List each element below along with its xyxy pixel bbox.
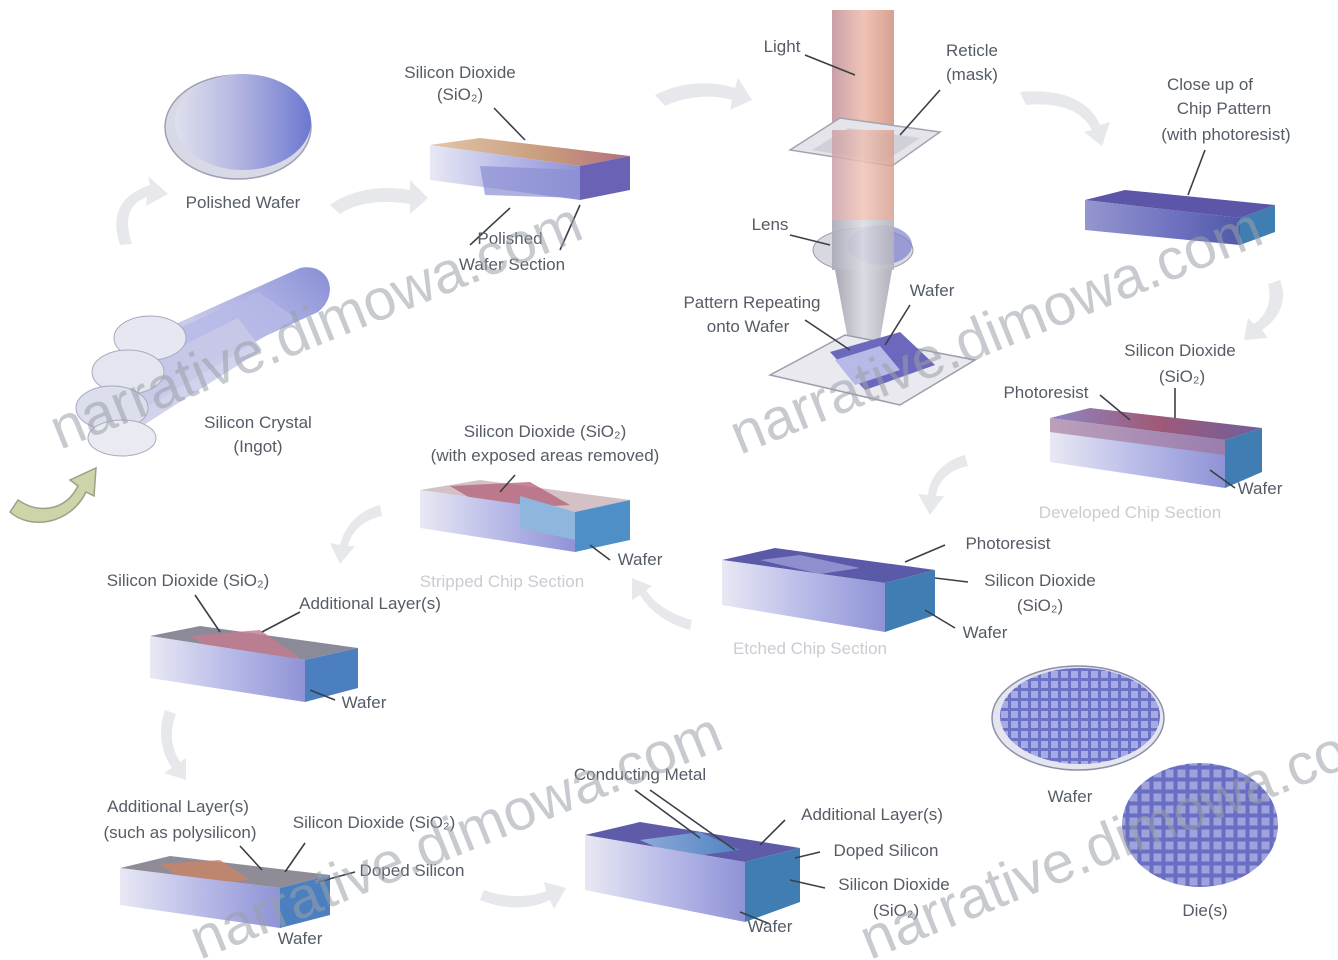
label-pattern-repeating: Pattern Repeating xyxy=(683,293,820,312)
flow-arrow-5 xyxy=(1244,280,1283,340)
label-additional-layers-bl-sub: (such as polysilicon) xyxy=(103,823,256,842)
label-wafer-litho: Wafer xyxy=(910,281,955,300)
stripped-section-center xyxy=(420,480,630,552)
label-sio2-center-sub: (with exposed areas removed) xyxy=(431,446,660,465)
label-doped-silicon-bc: Doped Silicon xyxy=(834,841,939,860)
flow-arrow-3 xyxy=(655,78,752,110)
label-sio2-right-formula: (SiO₂) xyxy=(1159,367,1205,386)
flow-arrow-2 xyxy=(330,180,428,214)
additional-layers-section-left xyxy=(150,626,358,702)
label-sio2-top: Silicon Dioxide xyxy=(404,63,516,82)
label-wafer-bc: Wafer xyxy=(748,917,793,936)
flow-arrow-7 xyxy=(632,578,692,630)
flow-arrow-10 xyxy=(480,882,566,909)
label-wafer-center: Wafer xyxy=(618,550,663,569)
photoresist-section xyxy=(1050,408,1262,488)
label-additional-layers-bl: Additional Layer(s) xyxy=(107,797,249,816)
label-lens: Lens xyxy=(752,215,789,234)
label-photoresist-right: Photoresist xyxy=(1003,383,1088,402)
finished-wafer xyxy=(992,666,1164,770)
caption-developed-section: Developed Chip Section xyxy=(1039,503,1221,522)
label-ingot: (Ingot) xyxy=(233,437,282,456)
label-closeup-2: Chip Pattern xyxy=(1177,99,1272,118)
label-additional-layers-left: Additional Layer(s) xyxy=(299,594,441,613)
label-reticle-mask: (mask) xyxy=(946,65,998,84)
label-onto-wafer: onto Wafer xyxy=(707,317,790,336)
label-closeup-3: (with photoresist) xyxy=(1161,125,1290,144)
label-sio2-top-formula: (SiO₂) xyxy=(437,85,483,104)
curved-start-arrow xyxy=(10,468,96,522)
label-wafer-mid: Wafer xyxy=(963,623,1008,642)
flow-arrow-9 xyxy=(161,710,186,780)
label-wafer-right: Wafer xyxy=(1238,479,1283,498)
label-sio2-center: Silicon Dioxide (SiO₂) xyxy=(464,422,626,441)
label-wafer-br: Wafer xyxy=(1048,787,1093,806)
label-silicon-crystal: Silicon Crystal xyxy=(204,413,312,432)
etched-section-mid xyxy=(722,548,935,632)
flow-arrow-6 xyxy=(918,455,968,515)
label-additional-layers-bc: Additional Layer(s) xyxy=(801,805,943,824)
flow-arrow-8 xyxy=(330,505,382,564)
label-closeup-1: Close up of xyxy=(1167,75,1253,94)
label-dies: Die(s) xyxy=(1182,901,1227,920)
label-sio2-mid-formula: (SiO₂) xyxy=(1017,596,1063,615)
label-sio2-right: Silicon Dioxide xyxy=(1124,341,1236,360)
label-reticle: Reticle xyxy=(946,41,998,60)
polished-wafer xyxy=(165,74,311,179)
flow-arrow-4 xyxy=(1020,91,1110,146)
label-light: Light xyxy=(764,37,801,56)
label-polished-wafer: Polished Wafer xyxy=(186,193,301,212)
oxidized-wafer-section xyxy=(430,138,630,200)
flow-arrow-1 xyxy=(116,176,168,245)
label-sio2-left: Silicon Dioxide (SiO₂) xyxy=(107,571,269,590)
label-wafer-left: Wafer xyxy=(342,693,387,712)
caption-stripped-section: Stripped Chip Section xyxy=(420,572,584,591)
caption-etched-mid: Etched Chip Section xyxy=(733,639,887,658)
label-sio2-mid: Silicon Dioxide xyxy=(984,571,1096,590)
label-photoresist-mid: Photoresist xyxy=(965,534,1050,553)
